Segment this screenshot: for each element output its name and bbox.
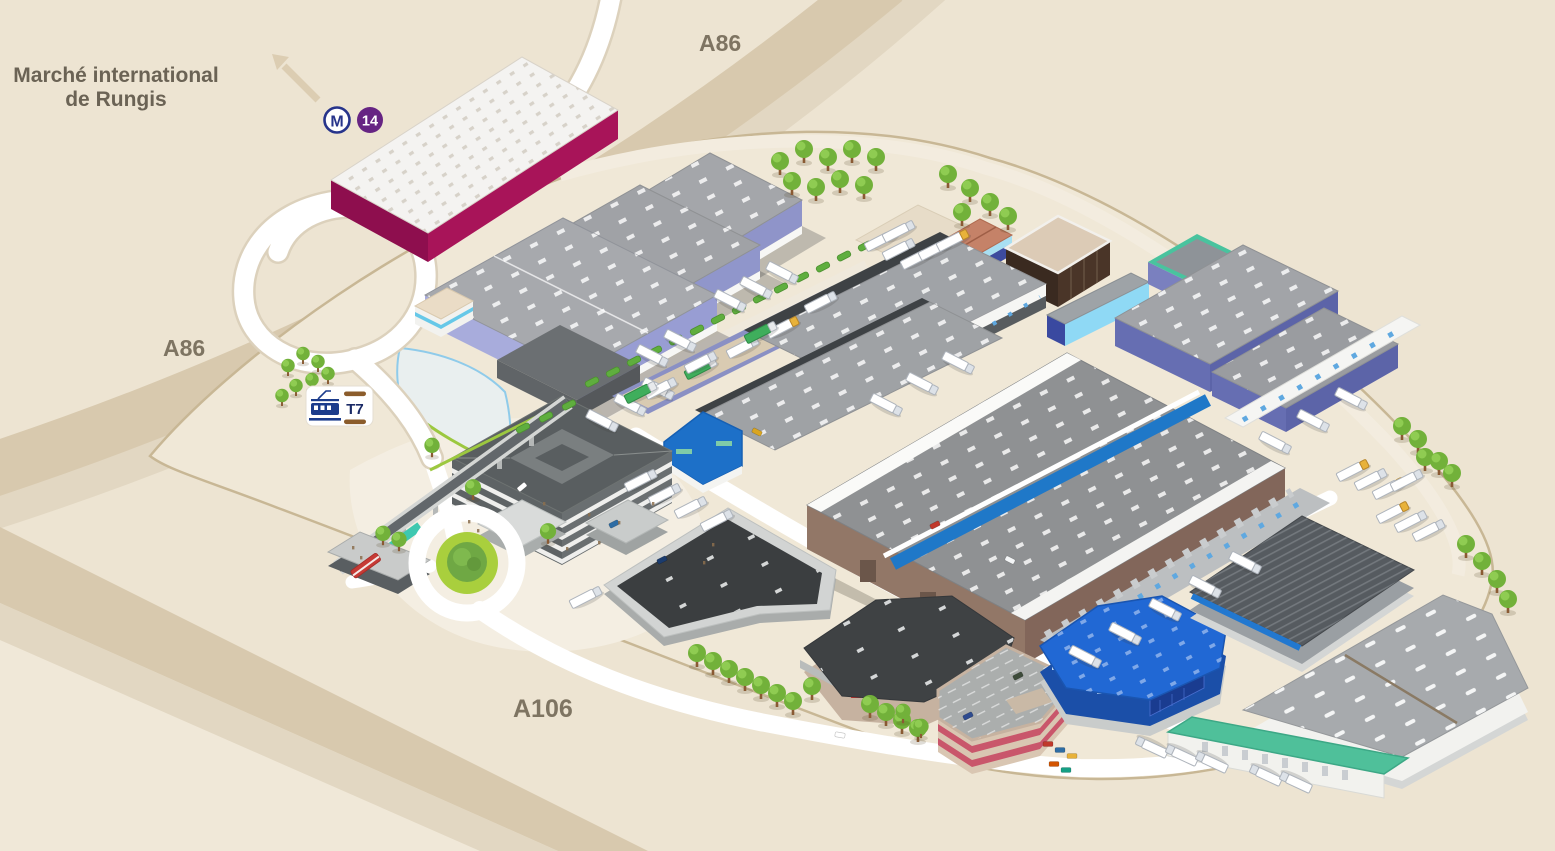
tram-line-label: T7 xyxy=(346,401,364,418)
light-blue-building xyxy=(1045,272,1151,346)
metro-icon xyxy=(323,106,351,134)
a86-label-left: A86 xyxy=(163,335,205,361)
market-label-line1: Marché international xyxy=(13,64,218,87)
people xyxy=(352,502,715,565)
a106-label: A106 xyxy=(513,695,573,723)
green-dock-building xyxy=(1165,716,1410,799)
solar-roof-building xyxy=(1189,515,1415,672)
labels-and-icons: Marché international de Rungis A86 A86 A… xyxy=(13,30,741,723)
office-annex xyxy=(476,499,670,558)
tram-station xyxy=(326,531,432,594)
dark-pentagon-building xyxy=(603,507,837,646)
a86-label-top: A86 xyxy=(699,30,741,56)
roundabout xyxy=(408,504,526,622)
line-14-label: 14 xyxy=(362,114,378,130)
metro-symbol-label: M xyxy=(330,114,343,131)
tram-viaduct xyxy=(326,395,573,594)
gable-warehouse-blue-front xyxy=(663,298,1004,493)
direction-arrow-icon xyxy=(272,54,321,103)
market-label-line2: de Rungis xyxy=(65,88,167,111)
southeast-warehouse xyxy=(1165,594,1529,799)
small-striped-building xyxy=(413,287,475,337)
line-14-badge xyxy=(357,107,383,133)
east-warehouse-complex xyxy=(1113,234,1422,432)
tram-icon xyxy=(309,390,341,421)
parking-structure xyxy=(936,644,1070,774)
tram-t7-badge: T7 xyxy=(305,385,374,427)
highway-a106 xyxy=(0,527,648,851)
metro-station-building xyxy=(330,56,619,262)
metro-line-14-badge-group: M 14 xyxy=(323,106,383,134)
